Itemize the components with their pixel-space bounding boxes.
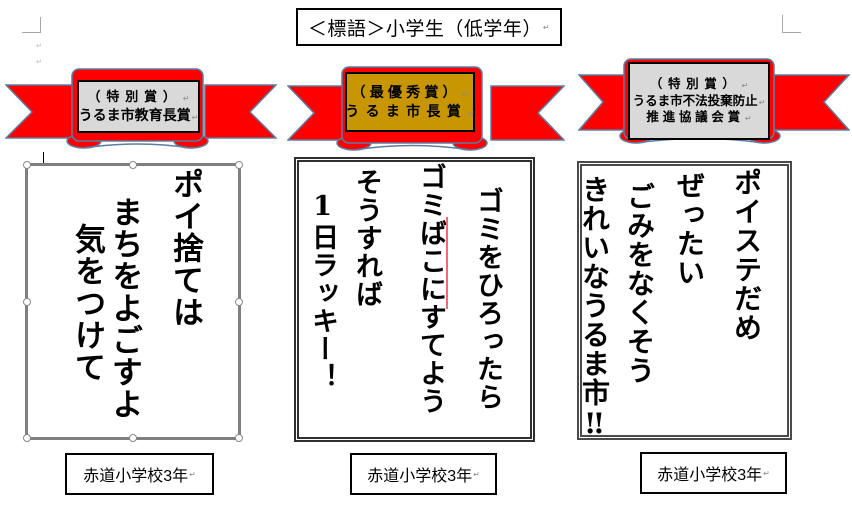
- award-line: 推進協議会賞: [646, 110, 744, 125]
- slogan-column: 気をつけて: [69, 223, 105, 383]
- author-label-2[interactable]: 赤道小学校3年↵: [350, 453, 497, 495]
- ribbon-left[interactable]: （特別賞）↵ うるま市教育長賞↵: [5, 68, 277, 150]
- slogan-column: まちをよごすよ: [106, 196, 142, 420]
- award-line: うるま市不法投棄防止: [632, 93, 758, 108]
- selection-handle-bottom-center[interactable]: [129, 434, 137, 442]
- return-mark-icon: ↵: [468, 109, 482, 118]
- selection-handle-top-left[interactable]: [23, 161, 31, 169]
- return-mark-icon: ↵: [741, 80, 754, 90]
- award-line: うるま市長賞: [345, 103, 468, 119]
- selection-handle-bottom-left[interactable]: [23, 434, 31, 442]
- return-mark-icon: ↵: [763, 468, 770, 478]
- selection-handle-top-right[interactable]: [235, 161, 243, 169]
- return-mark-icon: ↵: [36, 59, 42, 66]
- slogan-column: きれいなうるま市‼: [578, 175, 611, 441]
- slogan-column: 1日ラッキー！: [307, 191, 338, 391]
- crop-mark-top-right: [782, 32, 801, 33]
- return-mark-icon: ↵: [473, 469, 480, 479]
- award-line: （特別賞）: [649, 76, 741, 91]
- selection-handle-bottom-right[interactable]: [235, 434, 243, 442]
- return-mark-icon: ↵: [461, 90, 473, 100]
- crop-mark-top-right: [782, 15, 783, 33]
- slogan-column: そうすれば: [351, 168, 382, 308]
- award-box-special-1[interactable]: （特別賞）↵ うるま市教育長賞↵: [77, 80, 200, 133]
- return-mark-icon: ↵: [191, 112, 199, 122]
- slogan-column: ゴミをひろったら: [472, 187, 503, 411]
- slogan-card-3[interactable]: ポイステだめ ぜったい ごみをなくそう きれいなうるま市‼: [577, 161, 792, 441]
- author-text: 赤道小学校3年: [367, 468, 473, 485]
- slogan-column: ポイ捨ては: [167, 168, 203, 328]
- slogan-column: ポイステだめ: [730, 168, 763, 342]
- author-label-3[interactable]: 赤道小学校3年↵: [640, 452, 787, 494]
- author-text: 赤道小学校3年: [83, 468, 189, 485]
- award-box-special-2[interactable]: （特別賞）↵ うるま市不法投棄防止↵ 推進協議会賞↵: [628, 62, 770, 140]
- award-box-grand-prize[interactable]: （最優秀賞）↵ うるま市長賞↵: [345, 72, 475, 132]
- slogan-card-1[interactable]: ポイ捨ては まちをよごすよ 気をつけて: [23, 161, 243, 442]
- slogan-column: ぜったい: [673, 171, 706, 287]
- award-line: （特別賞）: [87, 89, 182, 105]
- return-mark-icon: ↵: [36, 43, 42, 50]
- crop-mark-top-left: [22, 32, 41, 33]
- slogan-card-2[interactable]: ゴミをひろったら ゴミばこにすてよう そうすれば 1日ラッキー！: [294, 157, 535, 442]
- ribbon-middle[interactable]: （最優秀賞）↵ うるま市長賞↵: [287, 66, 565, 152]
- selection-handle-top-center[interactable]: [129, 161, 137, 169]
- selection-handle-mid-left[interactable]: [23, 297, 31, 306]
- return-mark-icon: ↵: [758, 97, 766, 107]
- return-mark-icon: ↵: [744, 114, 756, 124]
- return-mark-icon: ↵: [189, 469, 196, 479]
- title-box[interactable]: ＜標語＞小学生（低学年）↵: [296, 8, 562, 46]
- award-line: うるま市教育長賞: [78, 106, 191, 123]
- spellcheck-line: [446, 217, 448, 309]
- author-text: 赤道小学校3年: [657, 467, 763, 484]
- ribbon-right[interactable]: （特別賞）↵ うるま市不法投棄防止↵ 推進協議会賞↵: [578, 58, 850, 144]
- award-line: （最優秀賞）: [351, 84, 461, 101]
- slogan-column: ごみをなくそう: [623, 182, 656, 385]
- return-mark-icon: ↵: [182, 94, 196, 104]
- author-label-1[interactable]: 赤道小学校3年↵: [65, 453, 214, 495]
- return-mark-icon: ↵: [542, 22, 551, 32]
- slogan-column: ゴミばこにすてよう: [415, 163, 446, 415]
- crop-mark-top-left: [40, 17, 41, 33]
- page-title: ＜標語＞小学生（低学年）: [307, 18, 542, 40]
- selection-handle-mid-right[interactable]: [235, 297, 243, 306]
